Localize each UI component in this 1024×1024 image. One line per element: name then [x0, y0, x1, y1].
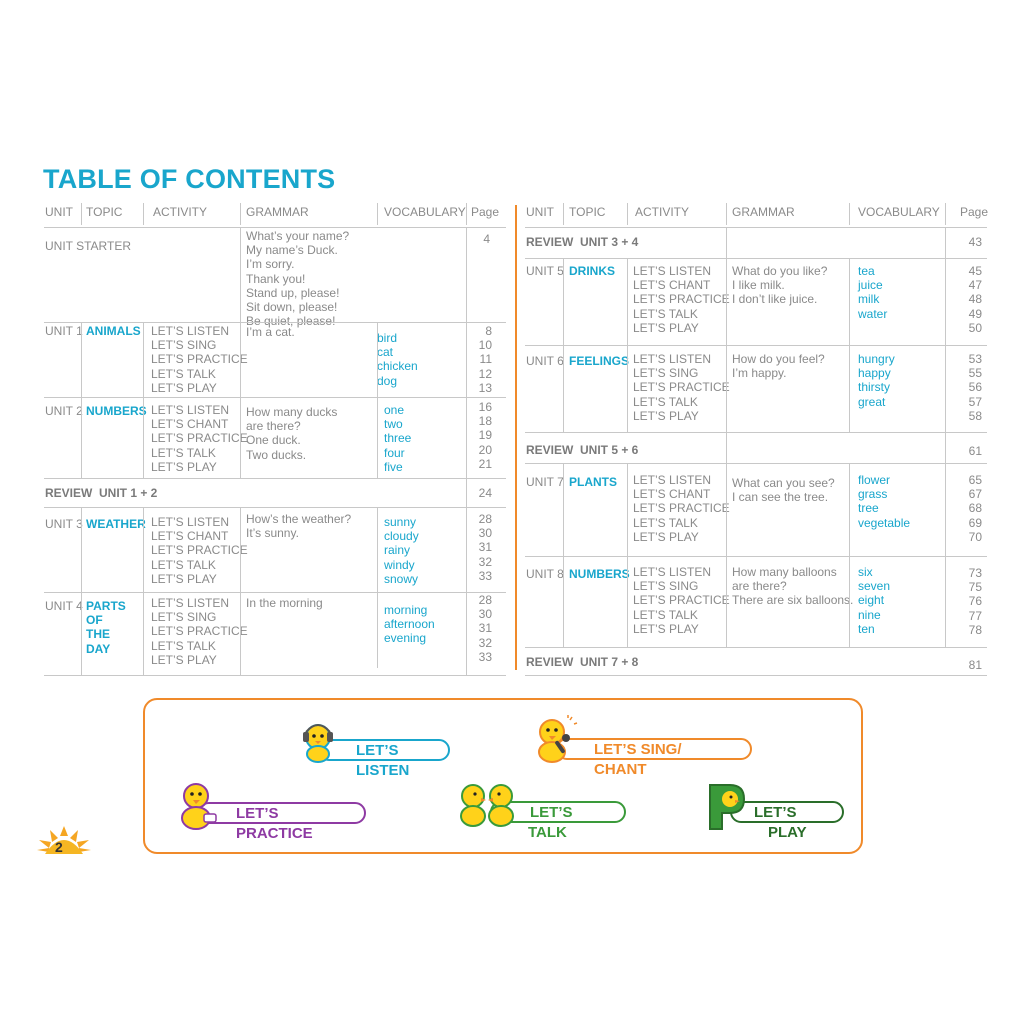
unit8-vocab: six seven eight nine ten: [858, 565, 891, 636]
unit3-pages: 28 30 31 32 33: [478, 512, 492, 583]
unit5-grammar: What do you like? I like milk. I don’t l…: [732, 264, 828, 307]
unit5-pages: 45 47 48 49 50: [968, 264, 982, 335]
header-vocabulary: VOCABULARY: [384, 205, 466, 219]
unit6-pages: 53 55 56 57 58: [968, 352, 982, 423]
legend-lets-play-label: LET’S PLAY: [754, 804, 807, 841]
unit4-activity: LET’S LISTEN LET’S SING LET’S PRACTICE L…: [151, 596, 248, 667]
starter-unit: UNIT STARTER: [45, 239, 132, 253]
unit4-pages: 28 30 31 32 33: [478, 593, 492, 664]
header-grammar: GRAMMAR: [246, 205, 309, 219]
legend-lets-play: LET’S PLAY: [730, 801, 844, 841]
column-divider: [515, 205, 517, 670]
unit2-label: UNIT 2: [45, 404, 83, 418]
unit6-label: UNIT 6: [526, 354, 564, 368]
unit3-activity: LET’S LISTEN LET’S CHANT LET’S PRACTICE …: [151, 515, 248, 586]
page-title: TABLE OF CONTENTS: [43, 164, 336, 194]
header-unit: UNIT: [45, 205, 73, 219]
activity-legend: [143, 698, 863, 854]
unit7-activity: LET’S LISTEN LET’S CHANT LET’S PRACTICE …: [633, 473, 730, 544]
unit3-topic: WEATHER: [86, 517, 146, 531]
unit8-grammar: How many balloons are there? There are s…: [732, 565, 854, 608]
unit5-label: UNIT 5: [526, 264, 564, 278]
duck-microphone-icon: [538, 715, 578, 763]
unit3-label: UNIT 3: [45, 517, 83, 531]
duck-headphones-icon: [303, 724, 333, 763]
unit4-label: UNIT 4: [45, 599, 83, 613]
unit1-topic: ANIMALS: [86, 324, 141, 338]
unit2-topic: NUMBERS: [86, 404, 147, 418]
unit4-topic: PARTS OF THE DAY: [86, 599, 126, 656]
unit7-grammar: What can you see? I can see the tree.: [732, 476, 835, 505]
header-page-right: Page: [960, 205, 989, 219]
unit2-grammar: How many ducks are there? One duck. Two …: [246, 405, 338, 462]
review-5-6-page: 61: [968, 444, 982, 458]
header-activity-right: ACTIVITY: [635, 205, 690, 219]
review-7-8-page: 81: [968, 658, 982, 672]
unit1-grammar: I’m a cat.: [246, 325, 295, 339]
unit3-vocab: sunny cloudy rainy windy snowy: [384, 515, 419, 586]
legend-lets-sing-chant-label: LET’S SING/ CHANT: [594, 741, 682, 778]
unit4-vocab: morning afternoon evening: [384, 603, 435, 646]
unit1-pages: 8 10 11 12 13: [478, 324, 492, 395]
review-1-2-page: 24: [478, 486, 492, 500]
unit6-topic: FEELINGS: [569, 354, 630, 368]
unit1-vocab: bird cat chicken dog: [377, 331, 418, 388]
unit6-grammar: How do you feel? I’m happy.: [732, 352, 825, 381]
review-3-4-label: REVIEW UNIT 3 + 4: [526, 235, 639, 249]
unit8-pages: 73 75 76 77 78: [968, 566, 982, 637]
unit3-grammar: How’s the weather? It’s sunny.: [246, 512, 352, 541]
duck-practice-icon: [181, 783, 217, 830]
unit6-vocab: hungry happy thirsty great: [858, 352, 895, 409]
page-number-badge: [37, 826, 91, 854]
unit7-vocab: flower grass tree vegetable: [858, 473, 911, 530]
legend-lets-talk: LET’S TALK: [490, 801, 626, 841]
unit2-activity: LET’S LISTEN LET’S CHANT LET’S PRACTICE …: [151, 403, 248, 474]
legend-lets-practice-label: LET’S PRACTICE: [236, 805, 313, 842]
page-number: 2: [55, 839, 63, 855]
starter-page: 4: [483, 232, 490, 246]
letter-p-duck-icon: [709, 784, 746, 830]
unit4-grammar: In the morning: [246, 596, 323, 610]
header-topic-right: TOPIC: [569, 205, 606, 219]
legend-lets-talk-label: LET’S TALK: [528, 804, 573, 841]
legend-lets-listen-label: LET’S LISTEN: [356, 742, 410, 779]
header-grammar-right: GRAMMAR: [732, 205, 795, 219]
unit7-topic: PLANTS: [569, 475, 617, 489]
unit6-activity: LET’S LISTEN LET’S SING LET’S PRACTICE L…: [633, 352, 730, 423]
review-3-4-page: 43: [968, 235, 982, 249]
unit7-label: UNIT 7: [526, 475, 564, 489]
header-page: Page: [471, 205, 500, 219]
header-unit-right: UNIT: [526, 205, 554, 219]
unit1-label: UNIT 1: [45, 324, 83, 338]
header-activity: ACTIVITY: [153, 205, 208, 219]
review-5-6-label: REVIEW UNIT 5 + 6: [526, 443, 639, 457]
unit2-pages: 16 18 19 20 21: [478, 400, 492, 471]
header-vocabulary-right: VOCABULARY: [858, 205, 940, 219]
review-7-8-label: REVIEW UNIT 7 + 8: [526, 655, 639, 669]
unit5-activity: LET’S LISTEN LET’S CHANT LET’S PRACTICE …: [633, 264, 730, 335]
unit5-topic: DRINKS: [569, 264, 616, 278]
unit8-activity: LET’S LISTEN LET’S SING LET’S PRACTICE L…: [633, 565, 730, 636]
starter-grammar: What’s your name? My name’s Duck. I’m so…: [246, 229, 350, 328]
unit5-vocab: tea juice milk water: [858, 264, 888, 321]
legend-lets-practice: LET’S PRACTICE: [198, 802, 366, 842]
review-1-2-label: REVIEW UNIT 1 + 2: [45, 486, 158, 500]
ducks-talking-icon: [460, 784, 514, 827]
unit8-topic: NUMBERS: [569, 567, 630, 581]
legend-lets-sing-chant: LET’S SING/ CHANT: [556, 738, 752, 778]
unit7-pages: 65 67 68 69 70: [968, 473, 982, 544]
header-topic: TOPIC: [86, 205, 123, 219]
unit2-vocab: one two three four five: [384, 403, 412, 474]
unit8-label: UNIT 8: [526, 567, 564, 581]
unit1-activity: LET’S LISTEN LET’S SING LET’S PRACTICE L…: [151, 324, 248, 395]
